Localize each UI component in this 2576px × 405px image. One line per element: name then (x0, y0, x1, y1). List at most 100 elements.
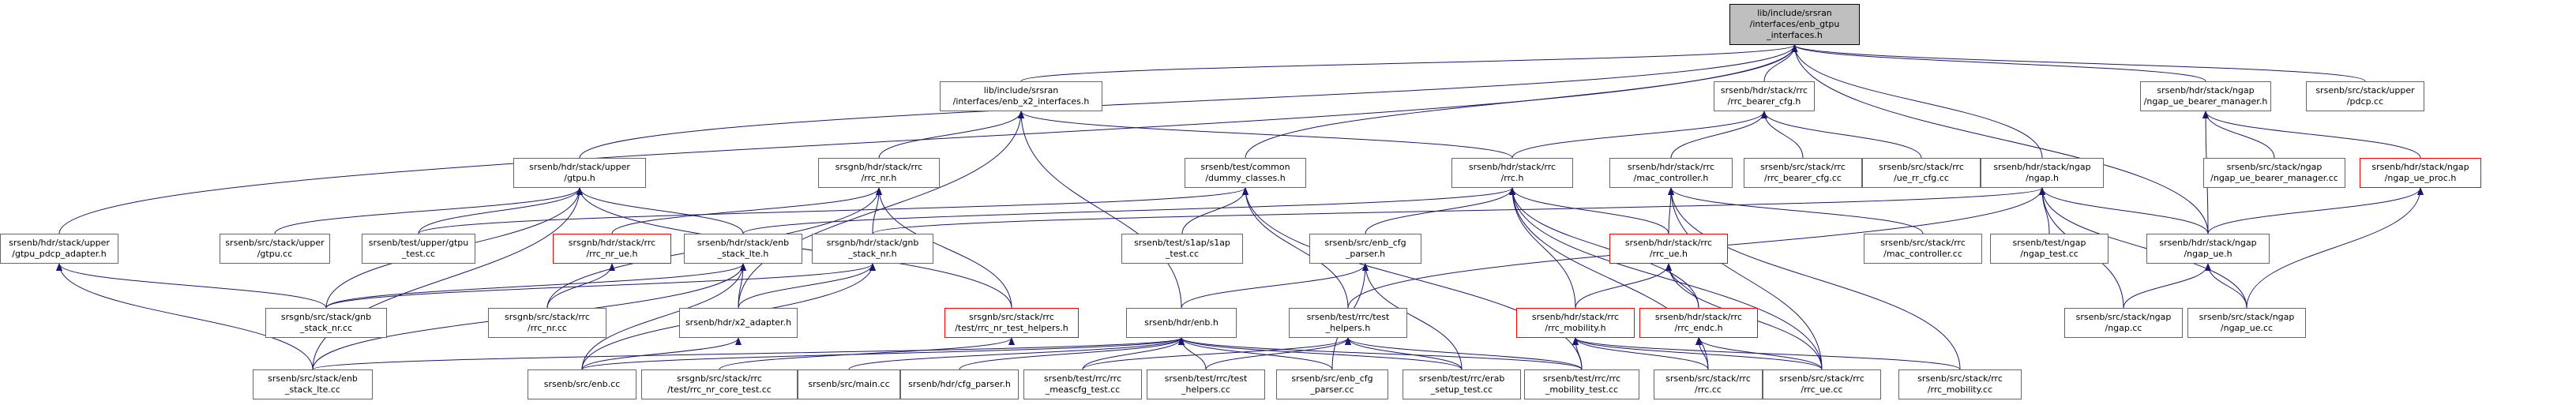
node-enb-stack-lte-cc[interactable]: srsenb/src/stack/enb_stack_lte.cc (253, 369, 373, 399)
edge-ngap-ue-bearer-mgr-h-to-root (1791, 44, 2206, 82)
node-rrc-ue-h[interactable]: srsenb/hdr/stack/rrc/rrc_ue.h (1609, 234, 1728, 264)
edge-gtpu-test-cc-to-gtpu-h (418, 187, 583, 234)
edge-enb-h-to-x2if (1018, 111, 1182, 309)
edge-gnb-stack-nr-h-to-rrc-nr-h (872, 187, 882, 234)
node-enb-cfg-parser-h[interactable]: srsenb/src/enb_cfg_parser.h (1309, 234, 1421, 264)
node-label-line: srsenb/src/stack/rrc (1917, 373, 2003, 384)
node-ngap-h[interactable]: srsenb/hdr/stack/ngap/ngap.h (1981, 158, 2104, 188)
edge-rrc-cc-to-rrc-h (1509, 187, 1709, 370)
node-rrc-mobility-test-cc[interactable]: srsenb/test/rrc/rrc_mobility_test.cc (1524, 369, 1639, 399)
node-label-line: srsenb/test/s1ap/s1ap (1134, 238, 1230, 248)
node-x2if[interactable]: lib/include/srsran/interfaces/enb_x2_int… (940, 81, 1102, 111)
node-label-line: srsenb/src/stack/rrc (1779, 373, 1864, 384)
node-label-line: _meascfg_test.cc (1045, 384, 1121, 395)
node-gtpu-h[interactable]: srsenb/hdr/stack/upper/gtpu.h (513, 158, 646, 188)
node-main-cc[interactable]: srsenb/src/main.cc (798, 369, 900, 399)
node-label-line: srsenb/hdr/cfg_parser.h (908, 379, 1011, 389)
node-rrc-nr-core-test-cc[interactable]: srsgnb/src/stack/rrc/test/rrc_nr_core_te… (641, 369, 798, 399)
node-ngap-ue-proc-h[interactable]: srsenb/hdr/stack/ngap/ngap_ue_proc.h (2360, 158, 2481, 188)
node-mac-controller-h[interactable]: srsenb/hdr/stack/rrc/mac_controller.h (1609, 158, 1733, 188)
node-label-line: srsenb/hdr/stack/rrc (1720, 85, 1808, 96)
edge-rrc-meascfg-test-cc-to-enb-h (1082, 337, 1185, 370)
node-rrc-endc-h[interactable]: srsenb/hdr/stack/rrc/rrc_endc.h (1639, 308, 1758, 338)
node-label-line: srsenb/src/stack/upper (2315, 85, 2415, 96)
node-enb-cc[interactable]: srsenb/src/enb.cc (528, 369, 636, 399)
node-gnb-stack-nr-cc[interactable]: srsgnb/src/stack/gnb_stack_nr.cc (265, 308, 387, 338)
node-label-line: /ngap_ue.h (2184, 249, 2232, 259)
node-label-line: srsenb/hdr/stack/rrc (1468, 162, 1556, 172)
edge-rrc-cc-to-rrc-mobility-h (1572, 337, 1709, 370)
edge-gnb-stack-nr-cc-to-gnb-stack-nr-h (325, 263, 876, 309)
node-mac-controller-cc[interactable]: srsenb/src/stack/rrc/mac_controller.cc (1864, 234, 1982, 264)
edge-enb-cc-to-enb-stack-lte-h (581, 263, 746, 370)
node-label-line: srsenb/src/stack/rrc (1879, 162, 1964, 172)
node-rrc-nr-h[interactable]: srsgnb/hdr/stack/rrc/rrc_nr.h (818, 158, 940, 188)
node-ngap-test-cc[interactable]: srsenb/test/ngap/ngap_test.cc (1990, 234, 2108, 264)
node-label-line: /interfaces/enb_x2_interfaces.h (952, 96, 1090, 107)
edge-rrc-h-to-x2if (1018, 111, 1513, 159)
edge-rrc-mobility-test-cc-to-enb-h (1178, 337, 1583, 370)
node-label-line: srsenb/test/rrc/test (1306, 312, 1390, 322)
node-rrc-bearer-cfg-h[interactable]: srsenb/hdr/stack/rrc/rrc_bearer_cfg.h (1714, 81, 1815, 111)
node-ngap-ue-bearer-mgr-h[interactable]: srsenb/hdr/stack/ngap/ngap_ue_bearer_man… (2140, 81, 2271, 111)
node-rrc-meascfg-test-cc[interactable]: srsenb/test/rrc/rrc_meascfg_test.cc (1023, 369, 1142, 399)
node-ngap-ue-cc[interactable]: srsenb/src/stack/ngap/ngap_ue.cc (2187, 308, 2306, 338)
node-s1ap-test-cc[interactable]: srsenb/test/s1ap/s1ap_test.cc (1121, 234, 1243, 264)
node-rrc-ue-cc[interactable]: srsenb/src/stack/rrc/rrc_ue.cc (1763, 369, 1881, 399)
edge-ngap-ue-h-to-ngap-h (2039, 187, 2209, 234)
node-label-line: _test.cc (1165, 249, 1200, 259)
node-rrc-nr-ue-h[interactable]: srsgnb/hdr/stack/rrc/rrc_nr_ue.h (553, 234, 671, 264)
node-label-line: srsenb/src/enb.cc (543, 379, 621, 389)
node-label-line: srsenb/src/stack/rrc (1760, 162, 1846, 172)
node-rrc-bearer-cfg-cc[interactable]: srsenb/src/stack/rrc/rrc_bearer_cfg.cc (1744, 158, 1862, 188)
node-label-line: srsenb/test/upper/gtpu (368, 238, 469, 248)
node-label-line: _interfaces.h (1767, 30, 1823, 40)
node-label-line: srsenb/hdr/x2_adapter.h (685, 317, 792, 328)
node-gtpu-pdcp-adapter-h[interactable]: srsenb/hdr/stack/upper/gtpu_pdcp_adapter… (0, 234, 118, 264)
node-rrc-test-helpers-h[interactable]: srsenb/test/rrc/test_helpers.h (1289, 308, 1407, 338)
node-enb-stack-lte-h[interactable]: srsenb/hdr/stack/enb_stack_lte.h (684, 234, 802, 264)
node-enb-h[interactable]: srsenb/hdr/enb.h (1126, 308, 1237, 338)
node-dummy-classes-h[interactable]: srsenb/test/common/dummy_classes.h (1185, 158, 1306, 188)
node-test-helpers-cc[interactable]: srsenb/test/rrc/test_helpers.cc (1147, 369, 1265, 399)
node-label-line: /gtpu_pdcp_adapter.h (12, 249, 107, 259)
edge-rrc-nr-ue-h-to-rrc-nr-h (611, 187, 882, 234)
node-label-line: /rrc_nr.cc (528, 323, 567, 333)
node-erab-setup-test-cc[interactable]: srsenb/test/rrc/erab_setup_test.cc (1403, 369, 1521, 399)
node-rrc-cc[interactable]: srsenb/src/stack/rrc/rrc.cc (1654, 369, 1763, 399)
edge-erab-setup-test-cc-to-rrc-test-helpers-h (1345, 337, 1463, 370)
edge-rrc-ue-cc-to-rrc-mobility-h (1572, 337, 1823, 370)
node-label-line: /rrc_endc.h (1674, 323, 1723, 333)
node-x2-adapter-h[interactable]: srsenb/hdr/x2_adapter.h (679, 308, 798, 338)
node-label-line: srsgnb/src/stack/rrc (677, 373, 762, 384)
node-pdcp-cc[interactable]: srsenb/src/stack/upper/pdcp.cc (2306, 81, 2424, 111)
node-rrc-nr-cc[interactable]: srsgnb/src/stack/rrc/rrc_nr.cc (488, 308, 606, 338)
edge-rrc-ue-h-to-rrc-h (1509, 187, 1669, 234)
edge-rrc-nr-core-test-cc-to-rrc-nr-test-helpers-h (719, 337, 1015, 370)
node-label-line: lib/include/srsran (1757, 8, 1832, 18)
edge-rrc-mobility-h-to-rrc-ue-h (1575, 263, 1672, 309)
node-ngap-ue-bearer-mgr-cc[interactable]: srsenb/src/stack/ngap/ngap_ue_bearer_man… (2203, 158, 2345, 188)
node-enb-cfg-parser-cc[interactable]: srsenb/src/enb_cfg_parser.cc (1276, 369, 1388, 399)
edge-gnb-stack-nr-cc-to-enb-stack-lte-h (325, 263, 746, 309)
node-label-line: srsenb/src/stack/ngap (2075, 312, 2172, 322)
node-rrc-h[interactable]: srsenb/hdr/stack/rrc/rrc.h (1451, 158, 1573, 188)
node-label-line: _mobility_test.cc (1545, 384, 1619, 395)
node-label-line: srsenb/test/rrc/rrc (1043, 373, 1122, 384)
node-label-line: /test/rrc_nr_test_helpers.h (955, 323, 1068, 333)
node-cfg-parser-h[interactable]: srsenb/hdr/cfg_parser.h (900, 369, 1019, 399)
node-gtpu-test-cc[interactable]: srsenb/test/upper/gtpu_test.cc (362, 234, 475, 264)
node-rrc-mobility-cc[interactable]: srsenb/src/stack/rrc/rrc_mobility.cc (1898, 369, 2022, 399)
edge-erab-setup-test-cc-to-enb-h (1178, 337, 1463, 370)
node-ue-rr-cfg-cc[interactable]: srsenb/src/stack/rrc/ue_rr_cfg.cc (1862, 158, 1981, 188)
node-label-line: /gtpu.cc (257, 249, 293, 259)
node-rrc-mobility-h[interactable]: srsenb/hdr/stack/rrc/rrc_mobility.h (1516, 308, 1635, 338)
node-gnb-stack-nr-h[interactable]: srsgnb/hdr/stack/gnb_stack_nr.h (812, 234, 933, 264)
edge-ngap-ue-proc-h-to-ngap-ue-bearer-mgr-h (2202, 111, 2421, 159)
node-ngap-ue-h[interactable]: srsenb/hdr/stack/ngap/ngap_ue.h (2146, 234, 2270, 264)
node-ngap-cc[interactable]: srsenb/src/stack/ngap/ngap.cc (2064, 308, 2183, 338)
node-label-line: lib/include/srsran (983, 85, 1059, 96)
node-gtpu-cc[interactable]: srsenb/src/stack/upper/gtpu.cc (220, 234, 330, 264)
node-label-line: _test.cc (401, 249, 436, 259)
node-rrc-nr-test-helpers-h[interactable]: srsgnb/src/stack/rrc/test/rrc_nr_test_he… (944, 308, 1079, 338)
